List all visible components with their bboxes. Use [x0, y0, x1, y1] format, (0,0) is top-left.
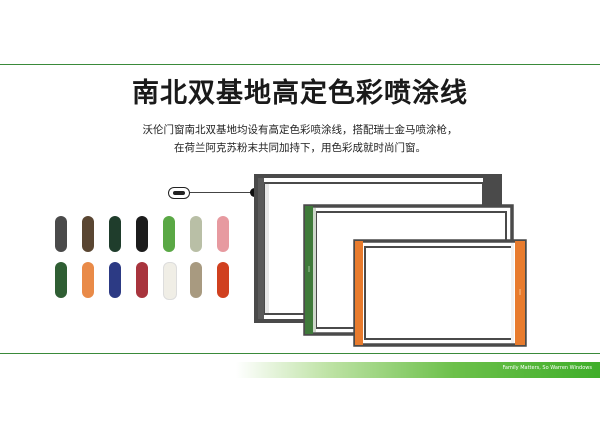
swatch-r2-2 — [82, 262, 94, 298]
swatch-r1-1 — [55, 216, 67, 252]
swatch-r2-5 — [163, 262, 177, 300]
description-line-1: 沃伦门窗南北双基地均设有高定色彩喷涂线，搭配瑞士金马喷涂枪， — [142, 124, 458, 136]
swatch-r2-4 — [136, 262, 148, 298]
color-picker-icon — [168, 187, 190, 199]
swatch-r1-2 — [82, 216, 94, 252]
swatch-r2-7 — [217, 262, 229, 298]
top-divider — [0, 64, 600, 65]
description-line-2: 在荷兰阿克苏粉末共同加持下，用色彩成就时尚门窗。 — [174, 142, 426, 154]
bottom-divider — [0, 353, 600, 354]
swatch-r1-4 — [136, 216, 148, 252]
swatch-r1-6 — [190, 216, 202, 252]
footer-bar: Family Matters, So Warren Windows — [236, 362, 600, 378]
callout-line — [190, 192, 256, 193]
swatch-r2-3 — [109, 262, 121, 298]
swatch-r2-1 — [55, 262, 67, 298]
swatch-r1-7 — [217, 216, 229, 252]
swatch-r1-3 — [109, 216, 121, 252]
page-title: 南北双基地高定色彩喷涂线 — [132, 78, 468, 109]
window-frame-orange — [353, 239, 527, 347]
swatch-r2-6 — [190, 262, 202, 298]
footer-tagline: Family Matters, So Warren Windows — [502, 365, 592, 371]
swatch-r1-5 — [163, 216, 175, 252]
